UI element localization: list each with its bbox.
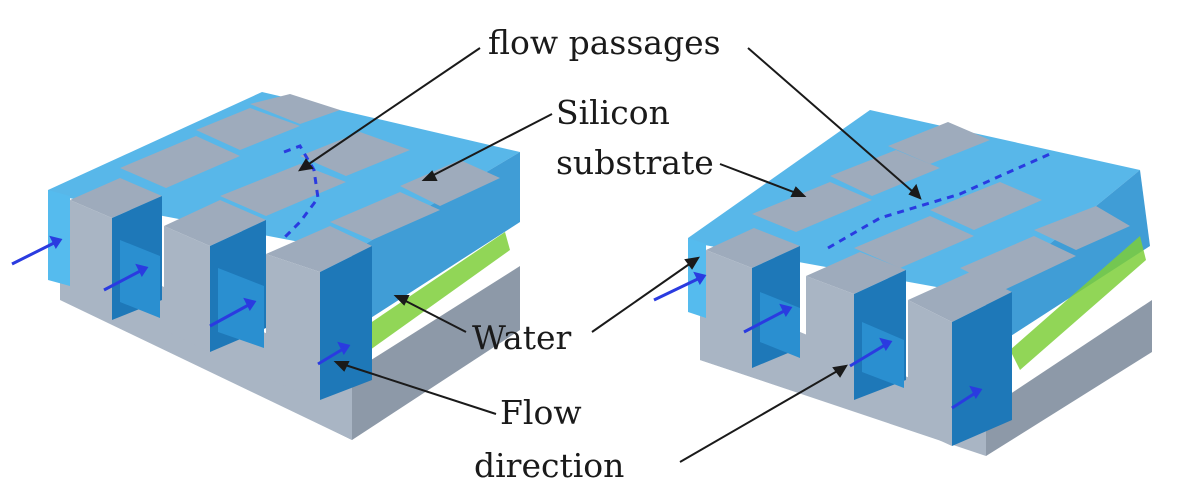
right-flow-arrows xyxy=(653,271,983,410)
label-flow-direction-line1: Flow xyxy=(500,393,582,432)
leader-water-right xyxy=(591,257,699,333)
leader-silicon-right xyxy=(719,163,805,197)
left-flow-passage-dashed xyxy=(282,144,320,240)
left-substrate-side xyxy=(352,266,520,440)
leader-flow-passages-right xyxy=(747,47,921,199)
right-flow-passage-dashed xyxy=(827,152,1051,250)
left-heat-sink-block xyxy=(11,92,520,440)
leader-flow-passages-left xyxy=(299,47,481,171)
label-silicon-substrate-line2: substrate xyxy=(556,143,714,182)
right-heat-spot xyxy=(1010,236,1146,370)
leader-lines xyxy=(298,47,922,463)
left-heat-spot xyxy=(360,232,510,350)
leader-flowdir-left xyxy=(335,361,497,415)
left-channel-1 xyxy=(120,240,160,318)
left-water-side xyxy=(352,152,520,330)
label-flow-direction-line2: direction xyxy=(474,446,625,485)
leader-water-left xyxy=(395,295,467,333)
right-channel-2 xyxy=(862,322,904,388)
label-water: Water xyxy=(472,318,572,357)
label-flow-passages: flow passages xyxy=(488,23,721,62)
left-flow-arrows xyxy=(11,235,351,366)
right-heat-sink-block xyxy=(653,110,1152,456)
leader-silicon-left xyxy=(423,113,553,181)
left-water-front xyxy=(48,190,70,286)
right-substrate-side xyxy=(986,300,1152,456)
label-silicon-substrate-line1: Silicon xyxy=(556,93,670,132)
leader-flowdir-right xyxy=(679,365,847,463)
